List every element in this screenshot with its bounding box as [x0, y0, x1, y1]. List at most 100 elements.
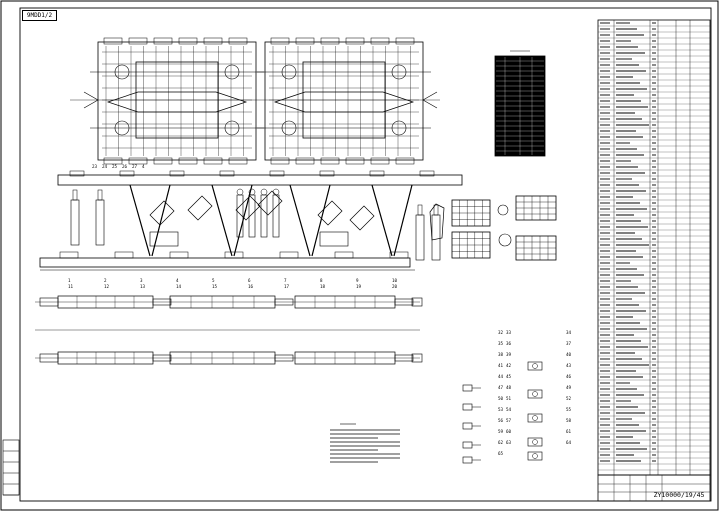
bottom-lug: [153, 157, 173, 165]
top-view-drawing: [70, 37, 440, 165]
brace-link: [257, 190, 283, 216]
base-foot: [389, 251, 409, 259]
detail-port: [497, 204, 509, 216]
valve-symbol: [527, 361, 543, 371]
support-callout: 14: [176, 284, 182, 289]
hydraulic-callout: 62: [498, 440, 504, 445]
end-clevis: [411, 353, 423, 363]
corner-stamp: 9MDD1/2: [22, 10, 57, 21]
hydraulic-callout: 49: [566, 385, 572, 390]
support-elevation-drawing: [39, 170, 463, 271]
top-beam: [57, 174, 463, 186]
support-callout: 20: [392, 284, 398, 289]
bottom-lug: [370, 157, 390, 165]
end-clevis: [39, 353, 59, 363]
cylinder-rod: [152, 298, 172, 306]
top-view-callout: 26: [122, 164, 128, 169]
hydraulic-callout: 60: [506, 429, 512, 434]
side-jack-rod: [417, 204, 423, 216]
hydraulic-callout: 42: [506, 363, 512, 368]
support-callout: 7: [284, 278, 287, 283]
support-callout: 6: [248, 278, 251, 283]
end-bracket: [83, 91, 99, 109]
cylinder-rod: [394, 354, 414, 362]
bottom-lug: [128, 157, 148, 165]
base-foot: [334, 251, 354, 259]
base-foot: [224, 251, 244, 259]
hydraulic-callout: 38: [498, 352, 504, 357]
fitting-symbol: [462, 384, 473, 392]
hydraulic-callout: 43: [566, 363, 572, 368]
hydraulic-callout: 39: [506, 352, 512, 357]
hydraulic-callout: 51: [506, 396, 512, 401]
leg-cylinder: [371, 184, 393, 257]
bottom-lug: [203, 157, 223, 165]
bottom-lug: [295, 157, 315, 165]
jack-head: [236, 188, 244, 196]
valve-symbol: [527, 451, 543, 461]
support-callout: 1: [68, 278, 71, 283]
brace-link: [349, 205, 375, 231]
fitting-symbol: [462, 441, 473, 449]
cylinder-rod: [394, 298, 414, 306]
parts-list-table: [597, 19, 711, 476]
top-lug: [370, 37, 390, 45]
support-callout: 2: [104, 278, 107, 283]
hydraulic-callout: 65: [498, 451, 504, 456]
leg-cylinder: [211, 184, 233, 257]
hydraulic-callout: 46: [566, 374, 572, 379]
support-callout: 5: [212, 278, 215, 283]
bottom-lug: [178, 157, 198, 165]
support-callout: 16: [248, 284, 254, 289]
top-lug: [178, 37, 198, 45]
valve-port: [532, 363, 538, 369]
top-lug: [103, 37, 123, 45]
base-foot: [169, 251, 189, 259]
inner-border: [19, 7, 712, 502]
cross-beam: [273, 91, 415, 113]
beam-lug: [369, 170, 385, 177]
support-callout: 17: [284, 284, 290, 289]
top-view-callout: 24: [102, 164, 108, 169]
hydraulic-callout: 44: [498, 374, 504, 379]
top-view-callout: 27: [132, 164, 138, 169]
valve-symbol: [527, 413, 543, 423]
beam-lug: [169, 170, 185, 177]
technical-notes-block: [330, 423, 400, 463]
support-callout: 12: [104, 284, 110, 289]
hydraulic-callout: 61: [566, 429, 572, 434]
valve-box: [149, 231, 179, 247]
top-lug: [270, 37, 290, 45]
bottom-lug: [320, 157, 340, 165]
top-lug: [228, 37, 248, 45]
hydraulic-callout: 47: [498, 385, 504, 390]
hydraulic-callout: 54: [506, 407, 512, 412]
fitting-symbol: [462, 422, 473, 430]
binding-margin-box: [2, 439, 20, 496]
top-view-callout: 4: [142, 164, 145, 169]
detail-bracket: [429, 203, 445, 241]
side-jack-rod: [72, 189, 78, 201]
end-bracket: [422, 91, 438, 109]
valve-port: [532, 439, 538, 445]
valve-box: [319, 231, 349, 247]
side-jack-body: [95, 199, 105, 246]
valve-port: [532, 391, 538, 397]
jack-head: [260, 188, 268, 196]
support-callout: 15: [212, 284, 218, 289]
hydraulic-callout: 56: [498, 418, 504, 423]
support-callout: 8: [320, 278, 323, 283]
end-clevis: [39, 297, 59, 307]
hydraulic-callout: 36: [506, 341, 512, 346]
leg-cylinder: [151, 184, 171, 257]
cross-beam: [106, 91, 248, 113]
title-block-border: [597, 474, 711, 502]
cylinder-rod: [274, 298, 294, 306]
hydraulic-callout: 53: [498, 407, 504, 412]
valve-port: [532, 453, 538, 459]
side-jack-rod: [97, 189, 103, 201]
beam-lug: [119, 170, 135, 177]
top-lug: [203, 37, 223, 45]
support-callout: 10: [392, 278, 398, 283]
fitting-symbol: [462, 403, 473, 411]
